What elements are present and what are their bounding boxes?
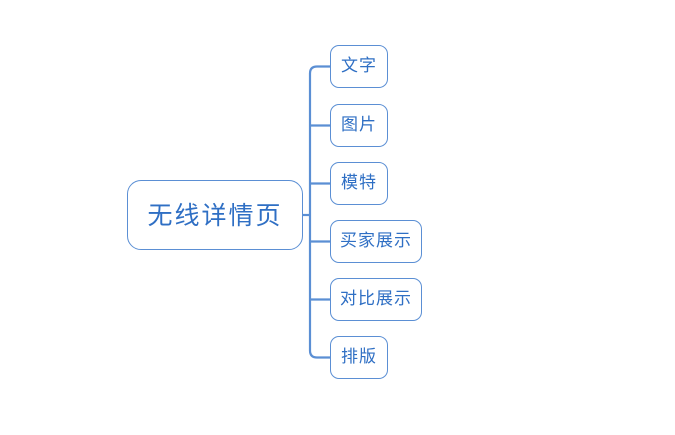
branch-node-6[interactable]: 排版 xyxy=(330,336,388,379)
branch-node-1[interactable]: 文字 xyxy=(330,45,388,88)
branch-node-2-label: 图片 xyxy=(341,115,377,135)
connector-branch-1 xyxy=(308,65,330,74)
branch-node-5[interactable]: 对比展示 xyxy=(330,278,422,321)
branch-node-3-label: 模特 xyxy=(341,173,377,193)
branch-node-6-label: 排版 xyxy=(341,347,377,367)
branch-node-4-label: 买家展示 xyxy=(340,231,412,251)
root-node-label: 无线详情页 xyxy=(147,200,283,230)
branch-node-4[interactable]: 买家展示 xyxy=(330,220,422,263)
branch-node-1-label: 文字 xyxy=(341,56,377,76)
branch-node-5-label: 对比展示 xyxy=(340,289,412,309)
branch-node-2[interactable]: 图片 xyxy=(330,104,388,147)
connector-branch-6 xyxy=(308,350,330,359)
root-node[interactable]: 无线详情页 xyxy=(127,180,303,250)
branch-node-3[interactable]: 模特 xyxy=(330,162,388,205)
